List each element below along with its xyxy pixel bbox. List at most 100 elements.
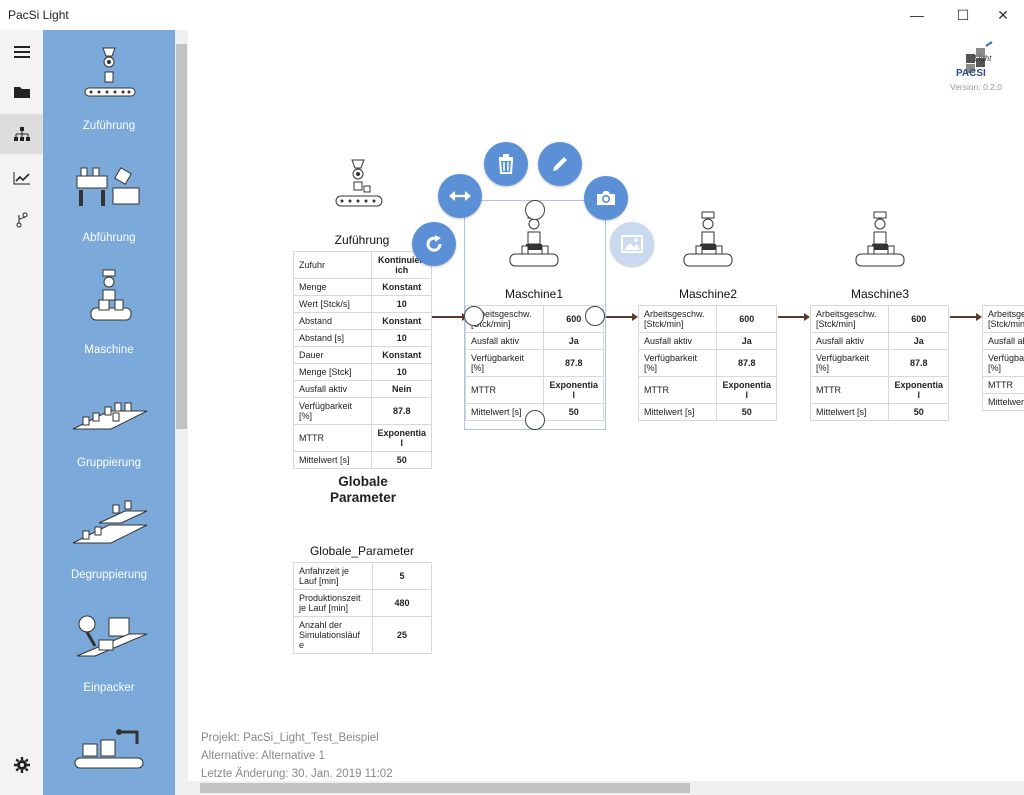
resize-handle-bottom[interactable] [525, 410, 545, 430]
property-row[interactable]: Arbeitsgeschw. [Stck/min]600 [637, 305, 777, 333]
properties-table-maschine4[interactable]: Arbeitsgeschw. [Stck/min]Ausfall aktivVe… [982, 305, 1024, 411]
trash-icon[interactable] [484, 142, 528, 186]
palette-item-zufuehrung[interactable]: Zuführung [43, 38, 175, 150]
property-row[interactable]: Verfügbarkeit [%]87.8 [292, 397, 432, 425]
property-value[interactable]: Konstant [371, 278, 432, 296]
property-value[interactable]: 10 [371, 363, 432, 381]
property-row[interactable]: Wert [Stck/s]10 [292, 295, 432, 313]
property-value[interactable]: 600 [716, 305, 777, 333]
palette-scroll-thumb[interactable] [176, 44, 187, 429]
close-button[interactable]: ✕ [997, 6, 1009, 23]
property-row[interactable]: Arbeitsgeschw. [Stck/min] [982, 305, 1024, 333]
property-row[interactable]: Ausfall aktiv [982, 332, 1024, 350]
property-row[interactable]: Mittelwert [s] [982, 393, 1024, 411]
property-value[interactable]: 5 [372, 562, 432, 590]
palette-item-gruppierung[interactable]: Gruppierung [43, 375, 175, 487]
palette-item-degruppierung[interactable]: Degruppierung [43, 487, 175, 599]
property-value[interactable]: 50 [371, 451, 432, 469]
image-icon[interactable] [610, 222, 654, 266]
connector[interactable] [778, 316, 806, 318]
property-value[interactable]: 10 [371, 295, 432, 313]
machine-node-icon[interactable] [852, 210, 908, 270]
property-value[interactable]: 50 [543, 403, 604, 421]
property-row[interactable]: Produktionszeit je Lauf [min]480 [293, 589, 432, 617]
property-row[interactable]: Arbeitsgeschw. [Stck/min]600 [464, 305, 604, 333]
property-value[interactable]: Exponentia l [716, 376, 777, 404]
property-value[interactable]: Ja [888, 332, 949, 350]
resize-icon[interactable] [438, 174, 482, 218]
property-value[interactable]: 87.8 [888, 349, 949, 377]
feeder-node-icon[interactable] [330, 158, 386, 212]
property-row[interactable]: Menge [Stck]10 [292, 363, 432, 381]
chart-icon[interactable] [0, 158, 43, 198]
property-value[interactable]: 50 [716, 403, 777, 421]
camera-icon[interactable] [584, 176, 628, 220]
property-value[interactable]: Exponentia l [371, 424, 432, 452]
property-row[interactable]: Verfügbarkeit [%]87.8 [809, 349, 949, 377]
property-value[interactable]: 25 [372, 616, 432, 654]
hierarchy-icon[interactable] [0, 114, 43, 154]
connector[interactable] [604, 316, 634, 318]
canvas-hscroll-thumb[interactable] [200, 783, 690, 793]
palette-item-abfuehrung[interactable]: Abführung [43, 150, 175, 262]
menu-icon[interactable] [0, 32, 43, 72]
property-value[interactable]: 87.8 [716, 349, 777, 377]
property-row[interactable]: Mittelwert [s]50 [464, 403, 604, 421]
gear-icon[interactable] [0, 745, 43, 785]
property-value[interactable]: 87.8 [543, 349, 604, 377]
property-row[interactable]: Mittelwert [s]50 [292, 451, 432, 469]
connector[interactable] [950, 316, 978, 318]
property-row[interactable]: Verfügbarkeit [%]87.8 [637, 349, 777, 377]
folder-icon[interactable] [0, 72, 43, 112]
property-row[interactable]: Anfahrzeit je Lauf [min]5 [293, 562, 432, 590]
property-value[interactable]: Konstant [371, 346, 432, 364]
palette-item-maschine[interactable]: Maschine [43, 262, 175, 374]
maximize-button[interactable]: ☐ [956, 6, 970, 23]
minimize-button[interactable]: — [910, 7, 924, 23]
property-value[interactable]: Exponentia l [888, 376, 949, 404]
model-canvas[interactable]: Light PACSI Version: 0.2.0 Zuführung Zuf… [188, 30, 1024, 795]
property-value[interactable]: Exponentia l [543, 376, 604, 404]
palette-item-packer2[interactable] [43, 712, 175, 795]
property-value[interactable]: 480 [372, 589, 432, 617]
property-row[interactable]: MTTR [982, 376, 1024, 394]
palette-item-einpacker[interactable]: Einpacker [43, 600, 175, 712]
pencil-icon[interactable] [538, 142, 582, 186]
property-row[interactable]: Mittelwert [s]50 [637, 403, 777, 421]
property-row[interactable]: Verfügbarkeit [%] [982, 349, 1024, 377]
property-value[interactable]: Ja [716, 332, 777, 350]
branch-icon[interactable] [0, 200, 43, 240]
property-row[interactable]: Abstand [s]10 [292, 329, 432, 347]
resize-handle-top[interactable] [525, 200, 545, 220]
property-row[interactable]: Mittelwert [s]50 [809, 403, 949, 421]
property-row[interactable]: Verfügbarkeit [%]87.8 [464, 349, 604, 377]
resize-handle-left[interactable] [464, 306, 484, 326]
resize-handle-right[interactable] [585, 306, 605, 326]
property-value[interactable]: Nein [371, 380, 432, 398]
property-value[interactable]: Ja [543, 332, 604, 350]
property-value[interactable]: 600 [888, 305, 949, 333]
property-value[interactable]: 87.8 [371, 397, 432, 425]
property-value[interactable]: Konstant [371, 312, 432, 330]
property-value[interactable]: 50 [888, 403, 949, 421]
property-value[interactable]: 10 [371, 329, 432, 347]
rotate-icon[interactable] [412, 222, 456, 266]
connector[interactable] [432, 316, 466, 318]
